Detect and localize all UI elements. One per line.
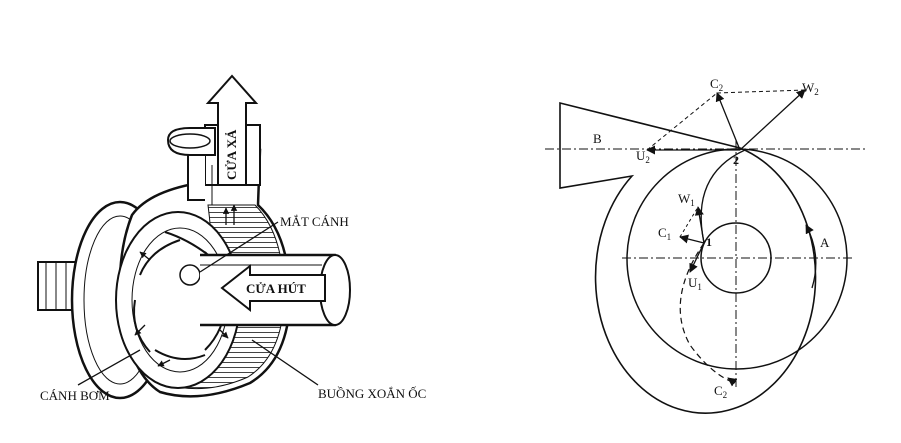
- w2-vector: [739, 89, 806, 151]
- c1-dash: [679, 206, 699, 238]
- c2-bottom-label: C2: [714, 383, 727, 400]
- w2-dash: [716, 89, 806, 94]
- discharge-arrow: [205, 74, 259, 186]
- w1-vector: [694, 206, 705, 244]
- suction-arrow: [220, 263, 326, 313]
- impeller-leader: [77, 349, 141, 386]
- point-2-label: 2: [733, 153, 739, 167]
- c2-top-label: C2: [710, 76, 723, 93]
- vane-tip-label: MẮT CÁNH: [280, 214, 349, 229]
- rotation-arrow: [805, 224, 817, 289]
- suction-label: CỬA HÚT: [246, 281, 306, 296]
- u2-label: U2: [636, 148, 650, 165]
- discharge-pipe: [166, 124, 261, 205]
- u1-label: U1: [688, 275, 702, 292]
- outer-casing: [559, 101, 817, 414]
- w1-label: W1: [678, 191, 695, 208]
- volute-label: BUỒNG XOẮN ỐC: [318, 386, 426, 401]
- label-A: A: [820, 235, 830, 250]
- u1-vector: [689, 242, 705, 273]
- point-1-label: 1: [706, 235, 712, 249]
- vane-tip-leader: [199, 221, 279, 273]
- vane-dashed: [679, 242, 736, 384]
- c2-vector: [715, 92, 741, 151]
- volute-leader: [251, 339, 319, 386]
- c1-vector: [679, 234, 705, 244]
- impeller-label: CÁNH BƠM: [40, 388, 110, 403]
- c1-label: C1: [658, 225, 671, 242]
- velocity-diagram: [545, 89, 868, 414]
- c2-dash: [646, 92, 718, 151]
- discharge-label: CỬA XẢ: [224, 129, 239, 180]
- label-B: B: [593, 131, 602, 146]
- c2-bottom-vector: [727, 377, 738, 387]
- pump-illustration: [37, 74, 351, 400]
- w2-label: W2: [802, 80, 819, 97]
